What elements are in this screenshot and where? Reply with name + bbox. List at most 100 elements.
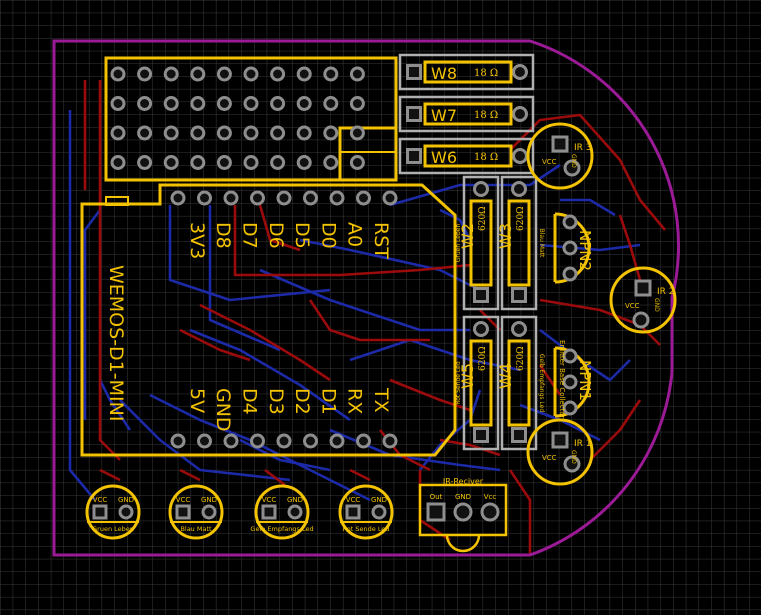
resistor-ref: W5 — [458, 363, 477, 389]
resistor-pad — [406, 148, 422, 164]
led-gnd-label: GND — [201, 496, 217, 504]
transistor-npn2: NPN2 — [553, 212, 594, 284]
resistor-pad — [473, 321, 489, 337]
ir-receiver-title: IR-Reciver — [443, 477, 484, 486]
ir-sensor-pad-vcc — [634, 279, 652, 297]
module-pin-label-d3: D3 — [265, 388, 287, 415]
led-label: Rot Sende Led — [343, 525, 390, 533]
module-pad-top — [382, 190, 398, 206]
led-pad-vcc — [92, 504, 108, 520]
module-pin-label-d5: D5 — [291, 222, 313, 249]
module-pad-top — [303, 190, 318, 206]
header-pad — [270, 96, 286, 111]
module-pad-top — [223, 190, 239, 206]
module-name: WEMOS-D1-MINI — [105, 265, 127, 421]
module-pin-label-rx: RX — [344, 388, 366, 414]
module-pin-label-tx: TX — [370, 387, 392, 413]
module-pad-top — [276, 190, 292, 206]
header-pad — [296, 125, 312, 141]
resistor-box — [398, 137, 535, 175]
led-pad-gnd — [371, 504, 387, 520]
resistor-ref: W8 — [431, 64, 457, 83]
header-pad — [163, 66, 179, 82]
module-pin-label-d8: D8 — [212, 222, 234, 249]
header-pad — [323, 125, 339, 141]
header-pad — [190, 96, 206, 111]
resistor-body — [507, 339, 531, 427]
led-gnd-label: GND — [371, 496, 387, 504]
module-pin-label-d0: D0 — [317, 222, 339, 249]
header-pad — [243, 96, 259, 111]
ir-sensor-vcc-label: VCC — [542, 454, 557, 462]
led-pad-gnd — [287, 504, 303, 520]
resistor-value: 18 Ω — [474, 68, 498, 79]
module-pad-top — [356, 190, 371, 206]
npn2-ref: NPN2 — [576, 230, 594, 271]
board-outline — [52, 39, 680, 557]
resistor-ref: W7 — [431, 106, 457, 125]
module-top-pads — [170, 190, 398, 206]
header-pad — [216, 155, 232, 170]
module-pad-bottom — [303, 433, 318, 449]
resistor-side-label: Blau Matt — [538, 229, 545, 258]
resistor-value: 18 Ω — [474, 110, 498, 121]
resistor-box — [500, 175, 538, 311]
module-pin-label-3v3: 3V3 — [186, 222, 208, 259]
module-pad-bottom — [170, 433, 186, 449]
header-pad — [216, 66, 232, 82]
led-pad-vcc — [261, 504, 277, 520]
ir-sensor-gnd-label: GND — [653, 298, 660, 312]
ir-sensor-pad-vcc — [551, 431, 569, 449]
header-pad — [296, 96, 312, 111]
header-pad — [349, 66, 365, 82]
resistor-pad — [406, 64, 422, 80]
module-pad-bottom — [223, 433, 239, 449]
led-label: Gelb Empfangs Led — [250, 525, 313, 533]
module-pad-bottom — [250, 433, 265, 449]
npn1-pins-text: Emitter Base Collector — [558, 340, 566, 419]
ir-receiver: IR-Reciver Out GND Vcc — [418, 477, 508, 553]
header-pad — [137, 125, 153, 141]
header-pad — [349, 125, 365, 141]
resistor-body — [423, 144, 513, 168]
header-pad — [137, 155, 153, 170]
header-pad — [190, 155, 206, 170]
header-pad — [190, 125, 206, 141]
resistor-ref: W6 — [431, 148, 457, 167]
ir-sensor-pad-gnd — [563, 159, 581, 177]
ir-sensor-pad-vcc — [551, 135, 569, 153]
resistor-value: 18 Ω — [474, 152, 498, 163]
resistor-side-label: Gelb Empfangs Led — [538, 354, 545, 413]
module-pad-bottom — [329, 433, 345, 449]
ir-receiver-pin-out: Out — [430, 493, 443, 501]
module-pin-label-d1: D1 — [317, 388, 339, 415]
module-pin-label-5v: 5V — [186, 388, 208, 413]
header-pad — [243, 125, 259, 141]
header-pad — [216, 96, 232, 111]
led-gnd-label: GND — [118, 496, 134, 504]
ir-receiver-pin-vcc: Vcc — [484, 493, 497, 501]
resistor-w7: W7 18 Ω — [398, 95, 535, 133]
led-outline — [168, 484, 224, 540]
ir-sensor-outline — [609, 266, 677, 334]
resistor-value: 620Ω — [478, 206, 488, 231]
header-pad — [110, 66, 126, 82]
npn1-ref: NPN1 — [576, 360, 594, 401]
resistor-side-label: Gruen Leben — [455, 224, 462, 263]
ir-sensor-ref: IR 1 — [574, 439, 592, 449]
header-pad — [163, 125, 179, 141]
ir-sensor-vcc-label: VCC — [625, 302, 640, 310]
header-pad — [296, 155, 312, 170]
resistor-value: 620Ω — [478, 346, 488, 371]
bottom-copper-layer — [68, 110, 641, 502]
top-copper-layer — [83, 80, 666, 555]
